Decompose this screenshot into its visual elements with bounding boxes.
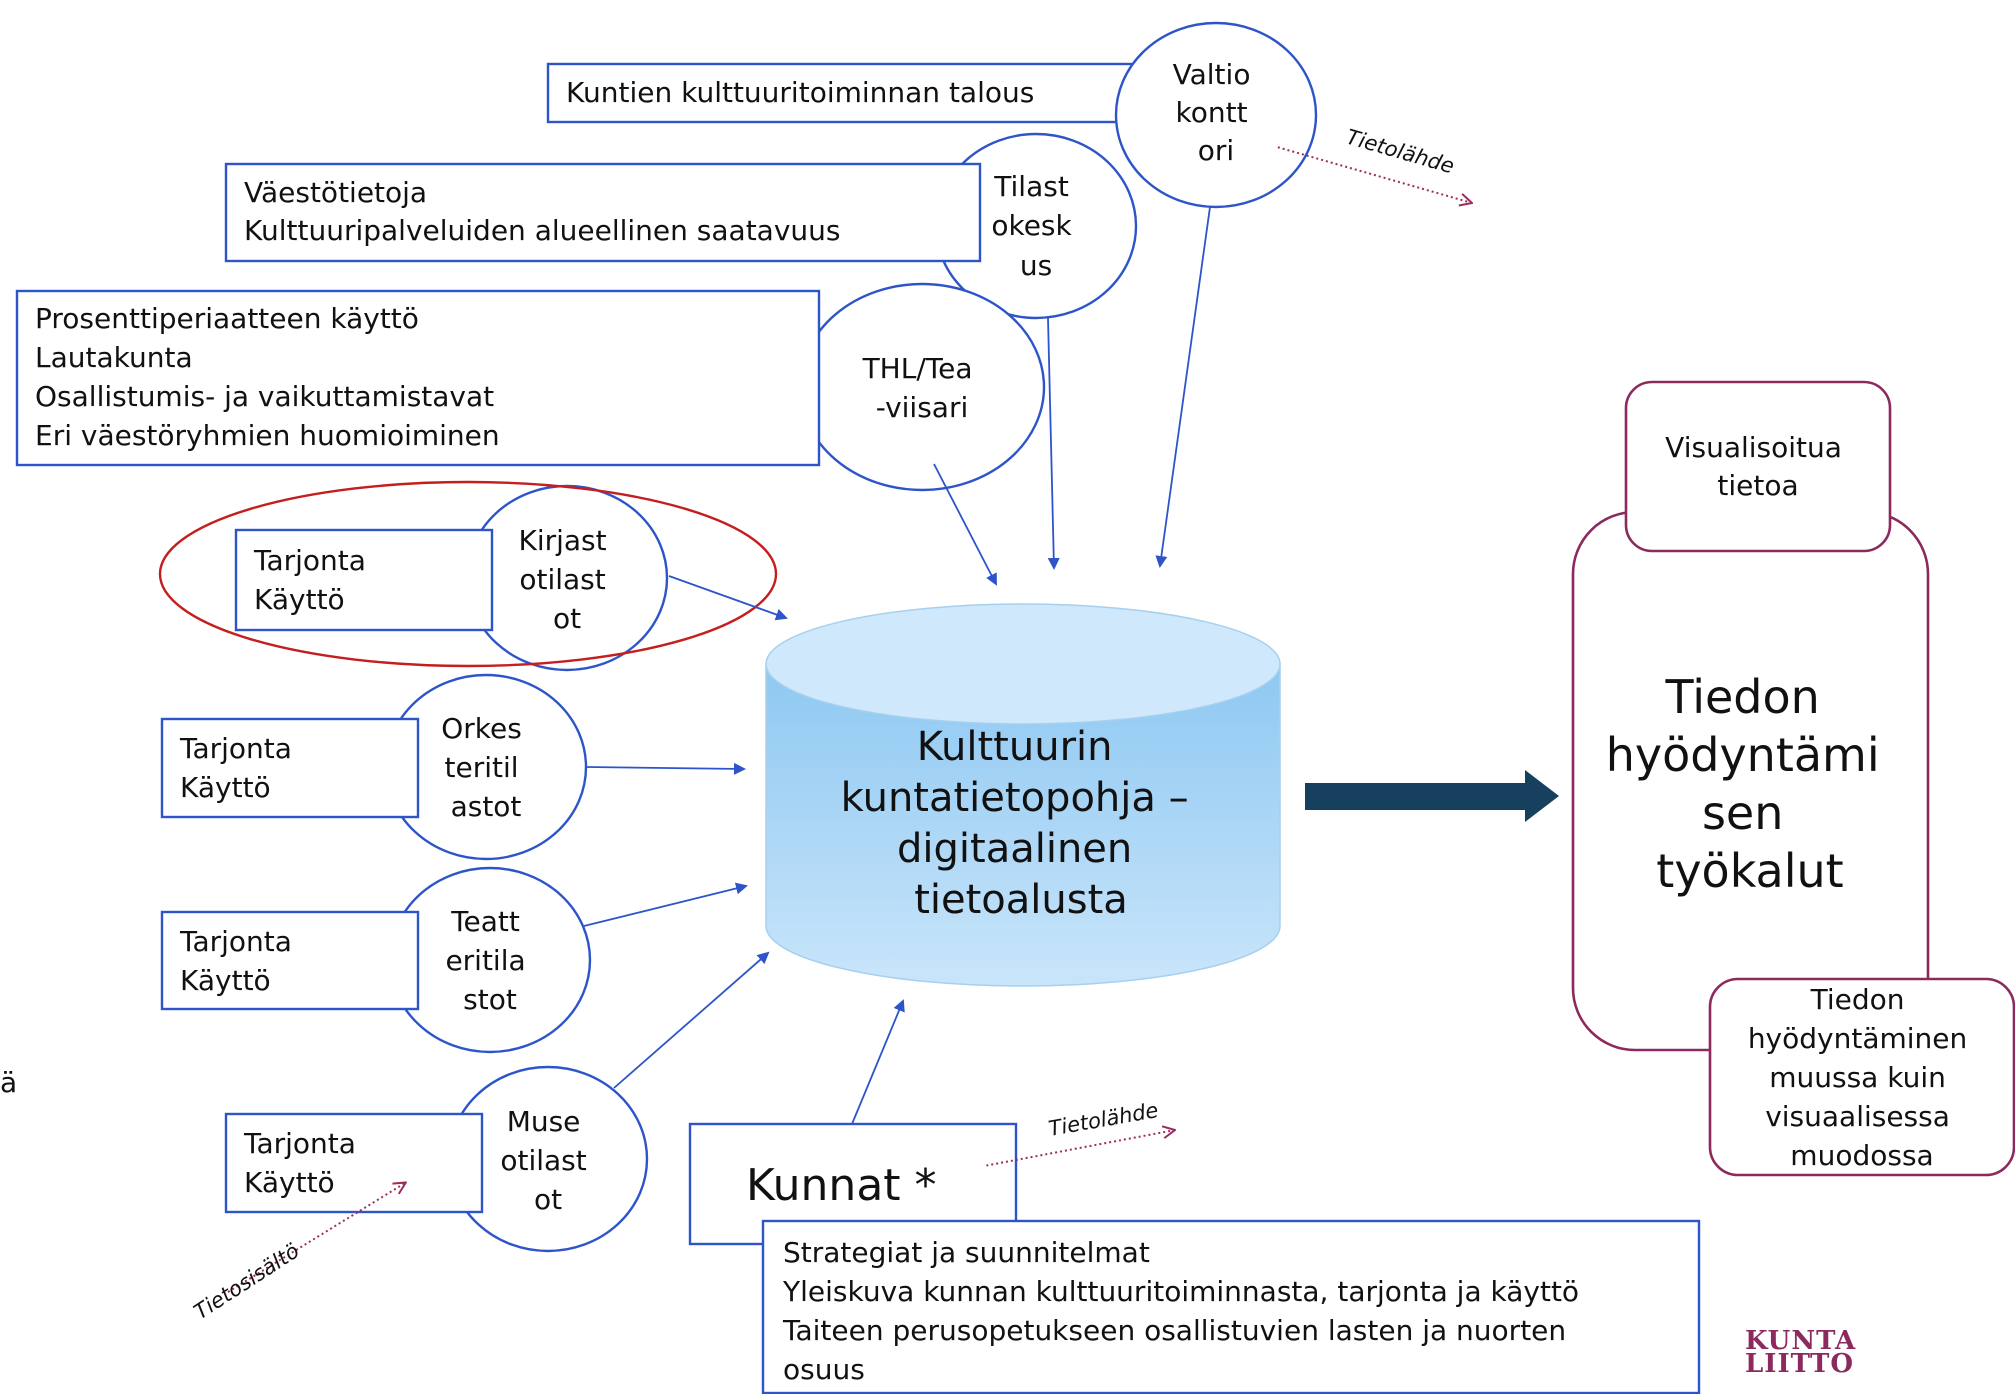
orkesteri-info-text: Tarjonta Käyttö xyxy=(179,732,301,804)
tools-other-box xyxy=(1708,977,2015,1177)
tools-main-label: Tiedon hyödyntämi sen työkalut xyxy=(1606,670,1895,898)
tietolahde-bottom-label: Tietolähde xyxy=(1047,1098,1160,1141)
valtiokonttori-label: Valtio kontt ori xyxy=(1173,58,1260,167)
thl-info-box xyxy=(15,289,821,467)
tools-visual-box xyxy=(1624,380,1892,553)
orkesteri-label: Orkes teritil astot xyxy=(441,712,531,823)
thl-circle xyxy=(798,282,1046,492)
thl-label: THL/Tea -viisari xyxy=(862,352,982,424)
tilastokeskus-label: Tilast okesk us xyxy=(991,170,1080,282)
connector-kunnat xyxy=(851,999,905,1125)
source-kunnat: Kunnat * Strategiat ja suunnitelmat Ylei… xyxy=(688,1122,1701,1394)
logo-line-1: KUNTA xyxy=(1745,1326,1856,1356)
database-body xyxy=(765,663,1281,987)
source-museo: Tarjonta Käyttö Muse otilast ot xyxy=(224,1065,649,1253)
orkesteri-info-box xyxy=(160,717,420,819)
connector-valtiokonttori xyxy=(1155,206,1211,568)
valtiokonttori-circle xyxy=(1114,21,1318,209)
museo-info-text: Tarjonta Käyttö xyxy=(243,1127,365,1199)
tools-visual-label: Visualisoitua tietoa xyxy=(1665,431,1851,502)
kirjasto-info-box xyxy=(234,528,494,632)
logo-line-2: LIITTO xyxy=(1745,1349,1854,1379)
big-arrow xyxy=(1305,770,1559,822)
source-kirjasto: Tarjonta Käyttö Kirjast otilast ot xyxy=(158,480,778,672)
tietosisalto-label: Tietosisältö xyxy=(190,1239,304,1325)
kirjasto-info-text: Tarjonta Käyttö xyxy=(253,544,375,616)
source-teatteri: Tarjonta Käyttö Teatt eritila stot xyxy=(160,866,592,1054)
tools-other-label: Tiedon hyödyntäminen muussa kuin visuaal… xyxy=(1748,983,1976,1172)
connector-tilastokeskus xyxy=(1047,317,1060,570)
connector-museo xyxy=(613,951,770,1089)
connector-orkesteri xyxy=(586,762,746,775)
connector-kirjasto xyxy=(668,575,788,621)
kunnat-label: Kunnat * xyxy=(746,1160,937,1211)
database-label: Kulttuurin kuntatietopohja – digitaaline… xyxy=(841,724,1202,923)
teatteri-info-box xyxy=(160,910,420,1011)
connector-thl xyxy=(933,463,997,586)
tilastokeskus-info-text: Väestötietoja Kulttuuripalveluiden aluee… xyxy=(244,176,840,247)
highlight-ellipse xyxy=(158,480,778,668)
kunnat-info-box xyxy=(761,1219,1701,1394)
tilastokeskus-info-box xyxy=(224,162,982,263)
teatteri-info-text: Tarjonta Käyttö xyxy=(179,925,301,997)
source-thl: Prosenttiperiaatteen käyttö Lautakunta O… xyxy=(15,282,1046,492)
museo-label: Muse otilast ot xyxy=(500,1105,595,1216)
svg-text:Kuntien kulttuuritoiminnan tal: Kuntien kulttuuritoiminnan talous xyxy=(566,76,1034,109)
kuntaliitto-logo: KUNTA LIITTO xyxy=(1745,1326,1856,1379)
database-cylinder: Kulttuurin kuntatietopohja – digitaaline… xyxy=(765,603,1281,987)
connectors xyxy=(583,206,1211,1125)
valtiokonttori-info-box xyxy=(546,62,1152,124)
database-top xyxy=(765,603,1281,725)
thl-info-text: Prosenttiperiaatteen käyttö Lautakunta O… xyxy=(35,302,503,452)
museo-info-box xyxy=(224,1112,484,1214)
source-orkesteri: Tarjonta Käyttö Orkes teritil astot xyxy=(160,673,588,861)
kunnat-info-text: Strategiat ja suunnitelmat Yleiskuva kun… xyxy=(782,1236,1588,1386)
tools-group: Tiedon hyödyntämi sen työkalut Visualiso… xyxy=(1571,380,2015,1177)
edge-text-fragment: ä xyxy=(0,1066,17,1099)
tietolahde-bottom-arrow xyxy=(983,1130,1175,1167)
connector-teatteri xyxy=(583,882,748,927)
kirjasto-label: Kirjast otilast ot xyxy=(518,524,615,635)
source-valtiokonttori: Kuntien kulttuuritoiminnan talous Valtio… xyxy=(546,21,1318,209)
source-tilastokeskus: Väestötietoja Kulttuuripalveluiden aluee… xyxy=(224,132,1138,320)
valtiokonttori-info-line: Kuntien kulttuuritoiminnan talous xyxy=(566,76,1034,109)
teatteri-label: Teatt eritila stot xyxy=(445,905,534,1016)
tietolahde-top-arrow xyxy=(1276,146,1472,203)
